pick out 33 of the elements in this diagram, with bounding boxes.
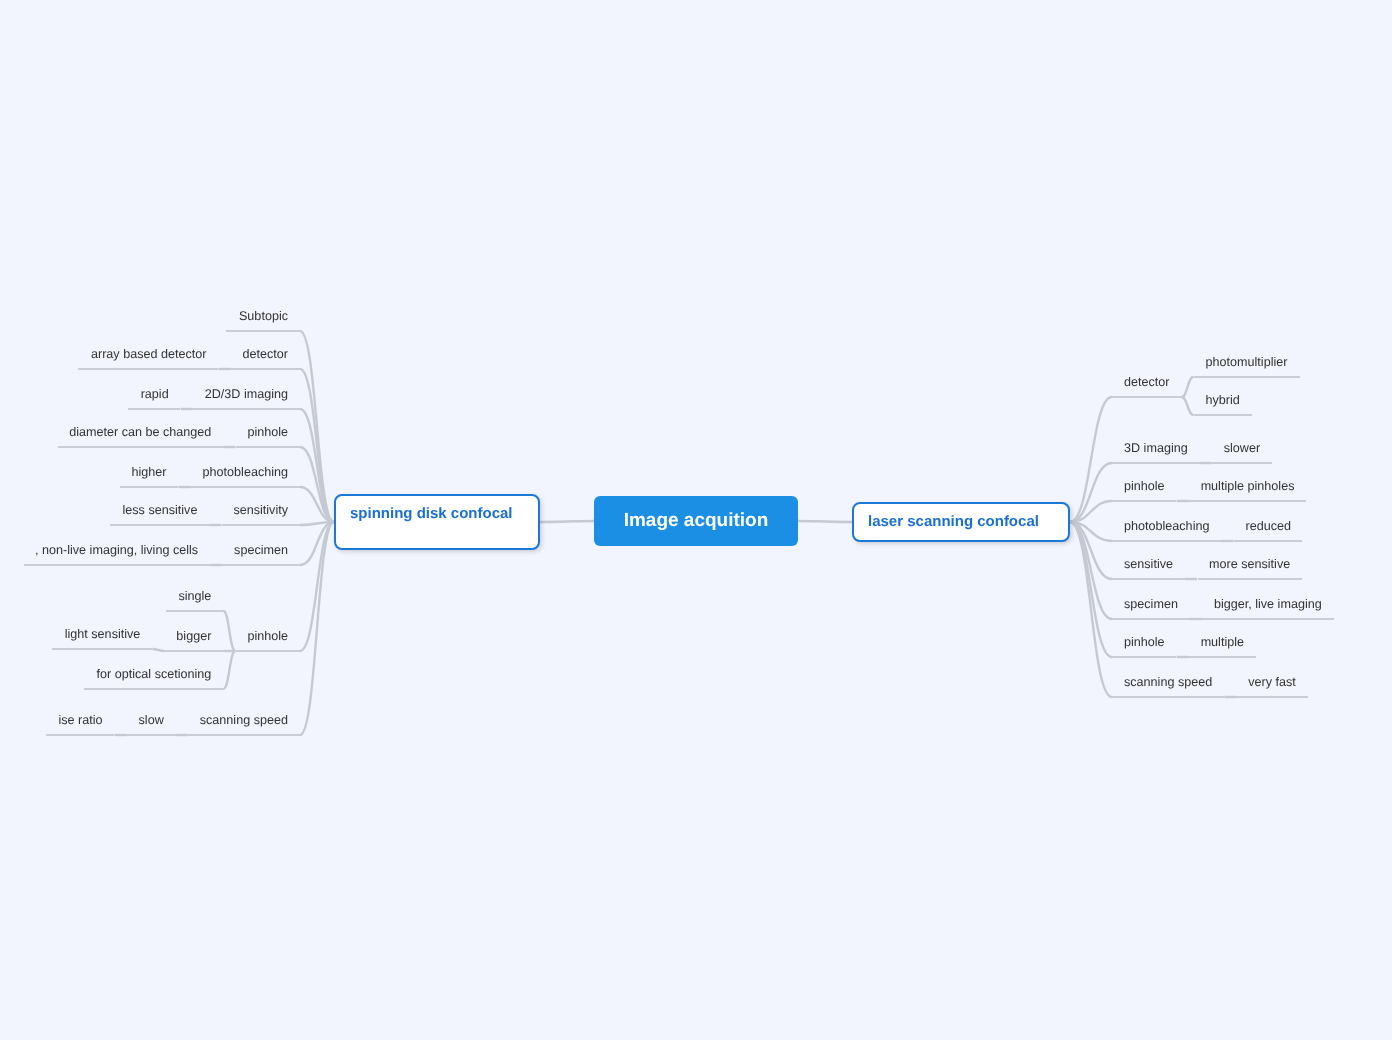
- connector-line: [218, 367, 231, 371]
- connector-line: [540, 519, 594, 524]
- connector-line: [299, 521, 335, 736]
- connector-line: [1069, 461, 1113, 524]
- connector-line: [1176, 499, 1189, 503]
- connector-line: [1180, 375, 1195, 399]
- connector-line: [152, 647, 165, 653]
- connector-line: [1181, 395, 1195, 417]
- connector-line: [175, 733, 188, 737]
- connector-line: [223, 649, 236, 653]
- central-topic-box: Image acquition: [594, 496, 798, 546]
- connector-line: [178, 485, 191, 489]
- connector-line: [1185, 577, 1197, 581]
- connector-line: [299, 520, 335, 567]
- connector-line: [222, 610, 237, 652]
- connector-line: [300, 520, 334, 527]
- connector-line: [210, 563, 223, 567]
- connector-line: [1069, 521, 1113, 698]
- connector-line: [798, 519, 852, 524]
- connector-line: [299, 485, 335, 524]
- connector-line: [299, 521, 335, 652]
- connector-line: [222, 650, 237, 690]
- connector-line: [114, 733, 127, 737]
- connector-line: [1069, 395, 1113, 524]
- connector-line: [223, 445, 236, 449]
- connector-line: [299, 330, 335, 523]
- connector-line: [1224, 695, 1237, 699]
- connector-line: [1199, 461, 1212, 465]
- connector-line: [1189, 617, 1202, 621]
- connector-line: [180, 407, 193, 411]
- connector-line: [209, 523, 222, 527]
- connector-line: [1221, 539, 1234, 543]
- connector-line: [1176, 655, 1189, 659]
